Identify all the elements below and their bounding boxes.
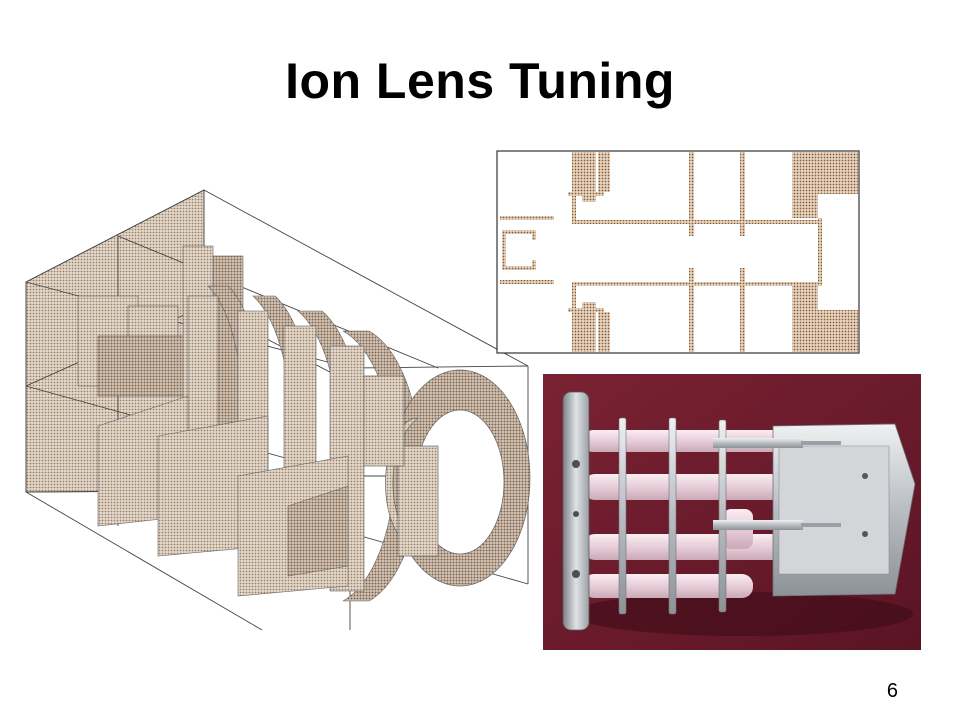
ion-lens-cross-section xyxy=(496,150,860,354)
ion-lens-3d-view xyxy=(8,186,532,632)
slide-number: 6 xyxy=(886,680,898,702)
ion-lens-photo xyxy=(543,374,921,650)
slide-title: Ion Lens Tuning xyxy=(285,53,675,109)
